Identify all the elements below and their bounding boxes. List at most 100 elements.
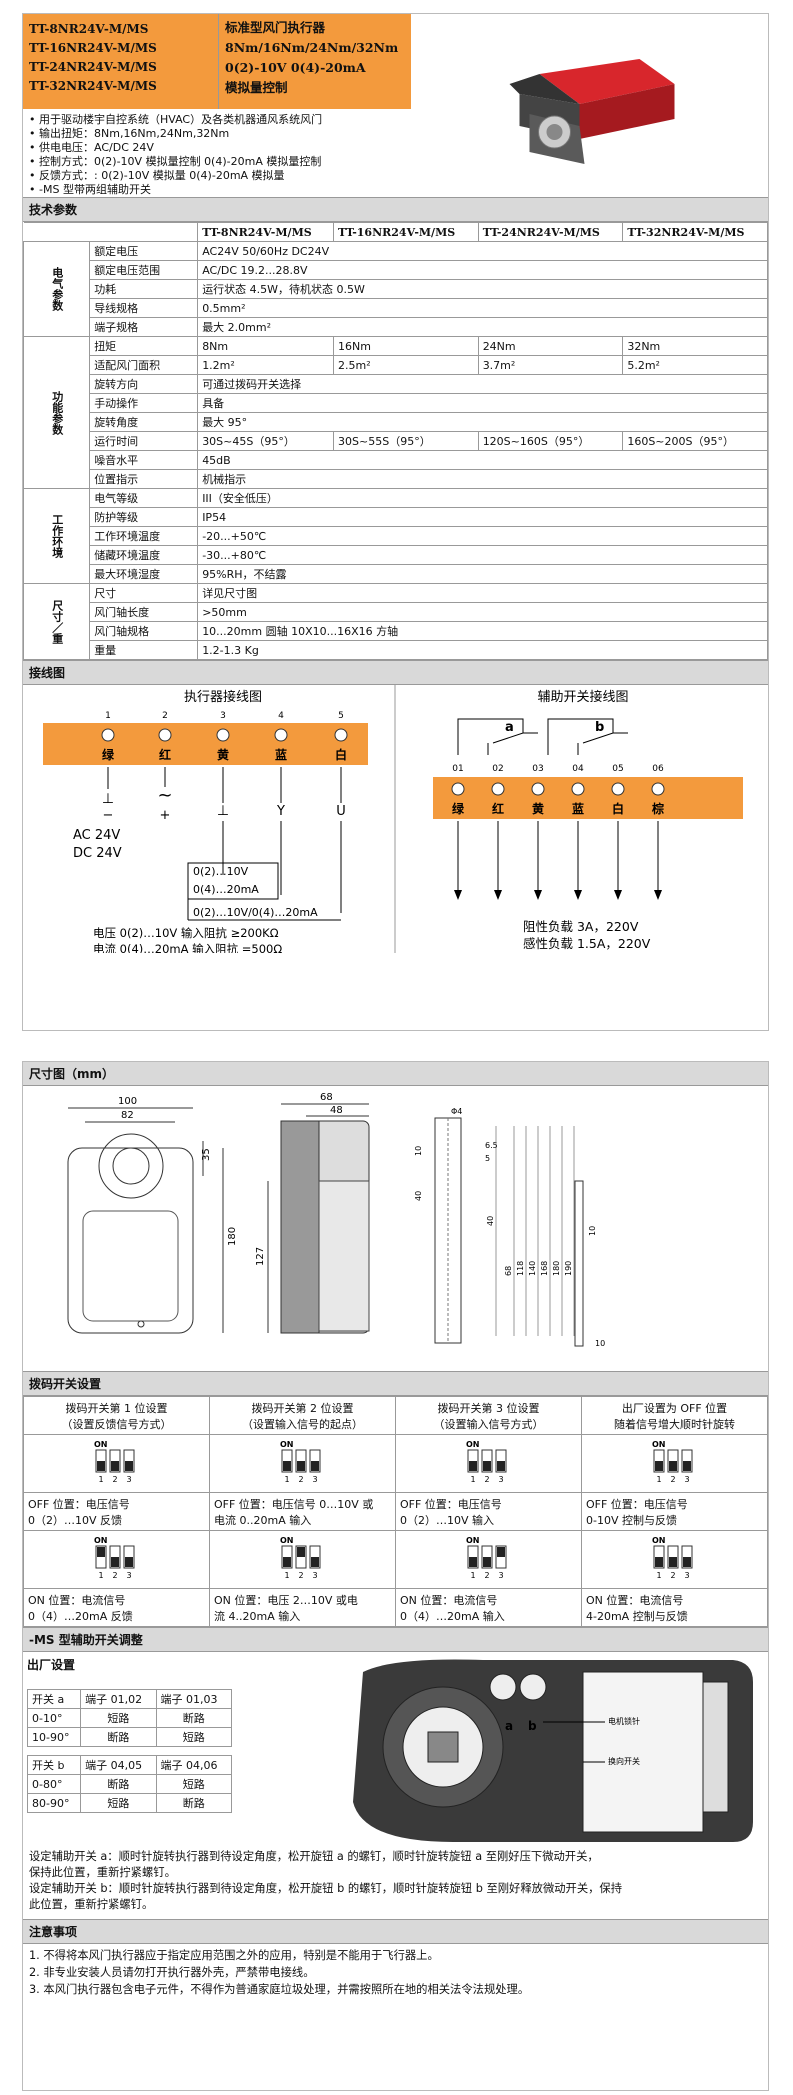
left-diagram-title: 执行器接线图 (184, 689, 262, 705)
terminal-screw-icon (451, 782, 465, 796)
spec-value: 45dB (197, 450, 768, 470)
spec-value: 最大 95° (197, 412, 768, 432)
section-title: 尺寸图（mm） (23, 1062, 768, 1086)
header: TT-8NR24V-M/MS TT-16NR24V-M/MS TT-24NR24… (23, 14, 768, 164)
feature-item: • 输出扭矩：8Nm,16Nm,24Nm,32Nm (29, 127, 230, 140)
impedance-note: 电流 0(4)…20mA 输入阻抗 =500Ω (93, 942, 282, 953)
table-cell: 端子 01,03 (155, 1689, 233, 1709)
terminal-screw-icon (101, 728, 115, 742)
terminal-number: 1 (105, 711, 111, 721)
product-photo (411, 14, 768, 164)
spec-label: 风门轴规格 (89, 621, 199, 641)
table-cell: 断路 (155, 1793, 233, 1813)
table-cell: 断路 (155, 1708, 233, 1728)
model-name: TT-24NR24V-M/MS (29, 60, 157, 74)
spec-label: 工作环境温度 (89, 526, 199, 546)
dim-value: 6.5 (485, 1141, 498, 1150)
terminal-screw-icon (491, 782, 505, 796)
polarity-label: + (160, 808, 171, 823)
wire-symbol: ⊥ (102, 791, 114, 807)
svg-text:ON: ON (280, 1440, 294, 1449)
svg-text:1: 1 (656, 1571, 661, 1580)
spec-label: 储藏环境温度 (89, 545, 199, 565)
model-name: TT-32NR24V-M/MS (29, 79, 157, 93)
spec-value: AC/DC 19.2...28.8V (197, 260, 768, 280)
svg-text:3: 3 (126, 1571, 131, 1580)
load-rating: 感性负载 1.5A，220V (523, 936, 651, 951)
table-cell: 开关 b (26, 1755, 82, 1775)
svg-text:1: 1 (470, 1571, 475, 1580)
load-rating: 阻性负载 3A，220V (523, 919, 639, 934)
spec-label: 噪音水平 (89, 450, 199, 470)
spec-value: 运行状态 4.5W，待机状态 0.5W (197, 279, 768, 299)
spec-value: AC24V 50/60Hz DC24V (197, 241, 768, 261)
wire-color-label: 蓝 (275, 747, 287, 762)
wire-symbol: Y (276, 804, 285, 819)
svg-text:1: 1 (284, 1475, 289, 1484)
terminal-number: 05 (612, 764, 623, 774)
part-label: 电机锁针 (608, 1716, 640, 1726)
spec-value: III（安全低压） (197, 488, 768, 508)
dim-value: 127 (255, 1247, 266, 1266)
model-col: TT-24NR24V-M/MS (477, 222, 624, 242)
table-cell: 断路 (80, 1727, 157, 1747)
spec-value: 具备 (197, 393, 768, 413)
feature-item: • -MS 型带两组辅助开关 (29, 183, 151, 196)
svg-text:2: 2 (484, 1475, 489, 1484)
wire-color-label: 绿 (102, 747, 115, 762)
svg-text:3: 3 (498, 1571, 503, 1580)
arrow-icon (574, 890, 582, 900)
svg-text:ON: ON (466, 1536, 480, 1545)
svg-text:ON: ON (652, 1440, 666, 1449)
spec-label: 功耗 (89, 279, 199, 299)
wire-color-label: 白 (612, 801, 624, 816)
dip-description: OFF 位置：电压信号 0…10V 或电流 0..20mA 输入 (209, 1492, 396, 1531)
wire-color-label: 黄 (217, 747, 229, 762)
spec-value: 32Nm (622, 336, 768, 356)
wire-color-label: 红 (159, 747, 171, 762)
feature-item: • 供电电压：AC/DC 24V (29, 141, 154, 154)
arrow-icon (534, 890, 542, 900)
signal-label: 0(2)…10V/0(4)…20mA (193, 906, 318, 919)
feature-list: • 用于驱动楼宇自控系统（HVAC）及各类机器通风系统风门 • 输出扭矩：8Nm… (23, 109, 423, 197)
impedance-note: 电压 0(2)…10V 输入阻抗 ≥200KΩ (93, 926, 279, 940)
dip-column-header: 出厂设置为 OFF 位置随着信号增大顺时针旋转 (581, 1396, 768, 1435)
dim-value: 68 (320, 1092, 333, 1103)
note-item: 2. 非专业安装人员请勿打开执行器外壳，严禁带电接线。 (29, 1966, 315, 1979)
dim-value: 190 (564, 1261, 573, 1276)
section-title: 注意事项 (23, 1919, 768, 1944)
instruction-line: 设定辅助开关 a：顺时针旋转执行器到待设定角度，松开旋钮 a 的螺钉，顺时针旋转… (29, 1850, 599, 1863)
dim-value: 68 (504, 1266, 513, 1276)
spec-label: 导线规格 (89, 298, 199, 318)
category-label: 尺寸／重 (22, 583, 91, 660)
terminal-number: 01 (452, 764, 463, 774)
wire-color-label: 棕 (651, 801, 664, 816)
spec-label: 重量 (89, 640, 199, 660)
polarity-label: − (103, 808, 114, 823)
aux-switch-figure: a b 电机锁针 换向开关 (333, 1652, 768, 1847)
spec-value: 10...20mm 圆轴 10X10...16X16 方轴 (197, 621, 768, 641)
spec-value: 30S~45S（95°） (197, 431, 335, 451)
switch-label: a (505, 720, 514, 735)
spec-value: -30...+80℃ (197, 545, 768, 565)
aux-terminal-block (433, 777, 743, 819)
model-col: TT-32NR24V-M/MS (622, 222, 768, 242)
wire-color-label: 黄 (532, 801, 544, 816)
spec-value: >50mm (197, 602, 768, 622)
arrow-icon (614, 890, 622, 900)
dim-value: 180 (227, 1227, 238, 1246)
terminal-screw-icon (651, 782, 665, 796)
svg-text:ON: ON (466, 1440, 480, 1449)
svg-text:2: 2 (484, 1571, 489, 1580)
dim-value: 100 (118, 1096, 137, 1107)
dip-column-header: 拨码开关第 3 位设置（设置输入信号方式） (395, 1396, 582, 1435)
